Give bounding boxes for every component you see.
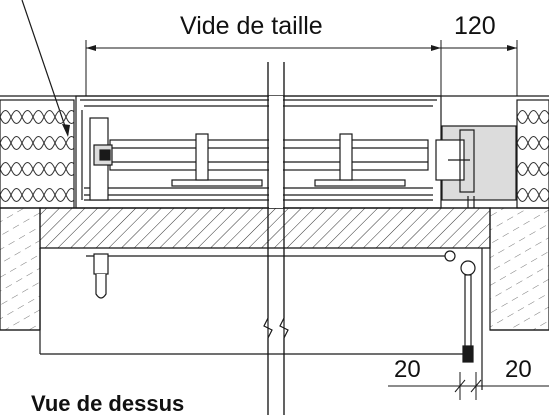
masonry-left <box>0 207 41 331</box>
insulation-right <box>516 99 549 209</box>
roller-box <box>75 95 442 209</box>
break-gap <box>269 96 283 208</box>
lintel-band <box>39 207 491 249</box>
dimension-clear-width <box>85 40 442 96</box>
motor-head <box>81 110 113 201</box>
side-bracket <box>435 125 517 208</box>
insulation-left <box>0 99 75 209</box>
offset-left-label: 20 <box>394 356 421 383</box>
crank-handle <box>86 253 446 299</box>
window-frame <box>0 248 549 355</box>
clear-width-label: Vide de taille <box>180 12 323 40</box>
dimension-offsets <box>388 372 549 400</box>
masonry-right <box>489 207 549 331</box>
box-extension-label: 120 <box>454 12 496 40</box>
dimension-box-extension <box>441 40 518 96</box>
offset-right-label: 20 <box>505 356 532 383</box>
pull-rod <box>444 248 483 390</box>
view-caption: Vue de dessus <box>31 391 185 416</box>
